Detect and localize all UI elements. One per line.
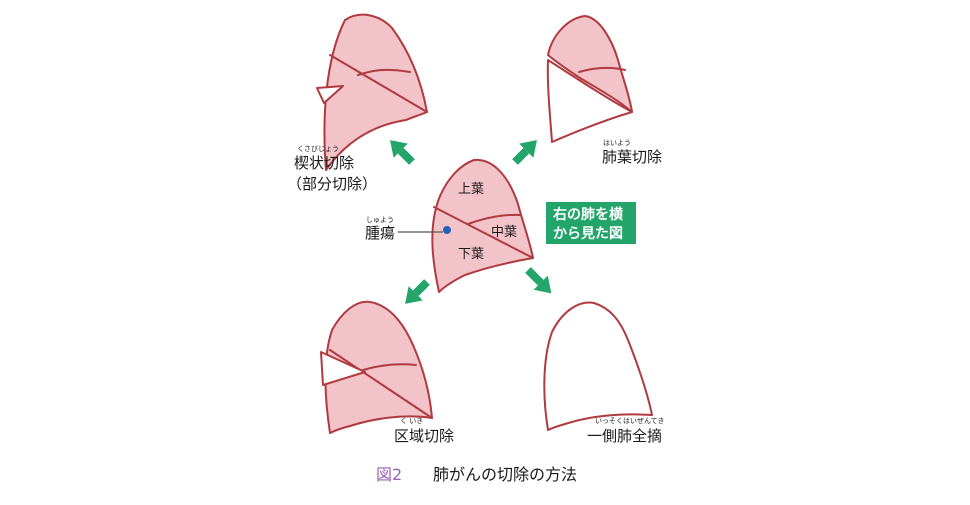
figure-number: 図2: [376, 465, 402, 484]
badge-line-2: から見た図: [553, 226, 623, 242]
pneumonectomy-label: 一側肺全摘: [587, 427, 662, 445]
middle-lobe-label: 中葉: [491, 225, 517, 240]
tumor-label: 腫瘍: [365, 224, 395, 242]
segmentectomy-label: 区域切除: [394, 427, 454, 445]
arrow-to-segmentectomy: [405, 279, 430, 304]
pneumonectomy-lung: [543, 301, 653, 431]
segmentectomy-ruby: く いき: [400, 417, 423, 425]
side-view-badge: 右の肺を横 から見た図: [546, 202, 636, 244]
arrow-to-wedge: [390, 140, 415, 165]
right-lung-side-view: [431, 158, 534, 293]
arrow-to-pneumonectomy: [525, 267, 552, 294]
lobectomy-label: 肺葉切除: [602, 148, 662, 166]
pneumonectomy-ruby: いっそくはいぜんてき: [595, 417, 664, 425]
segment-cut-notch: [320, 351, 366, 386]
upper-lobe-label: 上葉: [458, 182, 484, 197]
arrow-to-lobectomy: [512, 140, 537, 165]
tumor-ruby: しゅよう: [366, 216, 394, 224]
resected-lobe-outline: [546, 59, 633, 143]
wedge-resection-lung: [316, 13, 428, 171]
lobectomy-ruby: はいよう: [603, 139, 631, 147]
wedge-ruby: くさびじょう: [297, 145, 339, 153]
wedge-sub-label: （部分切除）: [287, 175, 377, 193]
segmentectomy-lung: [320, 300, 433, 434]
figure-caption: 肺がんの切除の方法: [433, 465, 577, 484]
badge-line-1: 右の肺を横: [552, 206, 624, 223]
wedge-label: 楔状切除: [294, 154, 354, 172]
tumor-marker: [443, 226, 451, 234]
lobectomy-lung: [546, 15, 633, 143]
wedge-cut-notch: [316, 85, 344, 104]
lower-lobe-label: 下葉: [458, 247, 484, 262]
